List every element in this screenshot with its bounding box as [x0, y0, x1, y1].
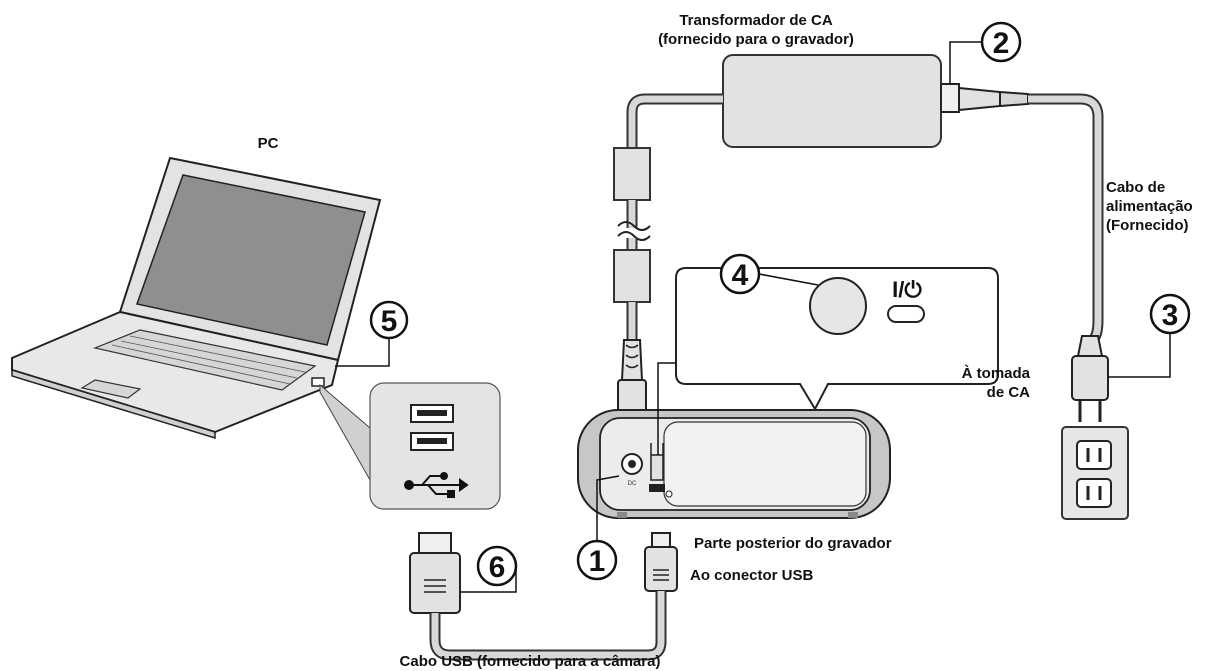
ac-adapter-body [722, 54, 942, 148]
laptop-keyboard [92, 329, 317, 391]
usb-mini-plug-recorder [650, 443, 664, 481]
ac-power-cord [940, 83, 1109, 422]
dc-jack-text: DC [628, 481, 637, 487]
usb-port-zoom [319, 382, 501, 510]
outlet-socket-top [1076, 440, 1112, 470]
laptop-pc [11, 156, 382, 440]
callout-3-label: 3 [1162, 299, 1179, 332]
label-rear-of-recorder: Parte posterior do gravador [694, 535, 892, 552]
label-power-cord-line3: (Fornecido) [1106, 217, 1189, 234]
dc-cable [613, 93, 723, 340]
recorder-usb-port [649, 484, 665, 492]
callout-6-lower: 6 [460, 545, 518, 593]
callout-3: 3 [1108, 293, 1191, 378]
label-power-cord-line1: Cabo de [1106, 179, 1165, 196]
label-outlet-line1: À tomada [962, 365, 1031, 382]
callout-1-label: 1 [589, 545, 606, 578]
power-button [809, 277, 867, 335]
laptop-usb-port [311, 377, 325, 387]
recorder: DC [577, 409, 891, 519]
laptop-screen-display [136, 174, 366, 346]
label-to-usb-connector: Ao conector USB [690, 567, 814, 584]
zoom-callout-bubble [675, 267, 999, 412]
power-symbol-label: I/⏻ [892, 277, 922, 302]
label-adapter-line1: Transformador de CA [679, 12, 833, 29]
callout-2: 2 [949, 21, 1022, 84]
laptop-keyboard-rows [111, 335, 306, 385]
ac-adapter [722, 54, 942, 148]
callout-4: 4 [719, 253, 819, 295]
callout-5: 5 [335, 300, 409, 367]
wall-outlet [1061, 426, 1129, 520]
usb-cable [409, 532, 678, 661]
power-button-zoom: I/⏻ [675, 267, 999, 412]
laptop-base-front [11, 368, 216, 440]
label-power-cord-line2: alimentação [1106, 198, 1193, 215]
label-outlet-line2: de CA [987, 384, 1031, 401]
callout-4-label: 4 [732, 259, 749, 292]
callout-6-lower-label: 6 [489, 551, 506, 584]
usb-trident-icon [404, 472, 469, 498]
callout-5-label: 5 [381, 305, 398, 338]
label-adapter-line2: (fornecido para o gravador) [658, 31, 854, 48]
outlet-socket-bottom [1076, 478, 1112, 508]
label-usb-cable: Cabo USB (fornecido para a câmara) [400, 653, 661, 670]
power-led [887, 305, 925, 323]
label-pc: PC [258, 135, 279, 152]
callout-1: 1 [576, 475, 620, 581]
callout-2-label: 2 [993, 27, 1010, 60]
laptop-touchpad [80, 379, 142, 399]
